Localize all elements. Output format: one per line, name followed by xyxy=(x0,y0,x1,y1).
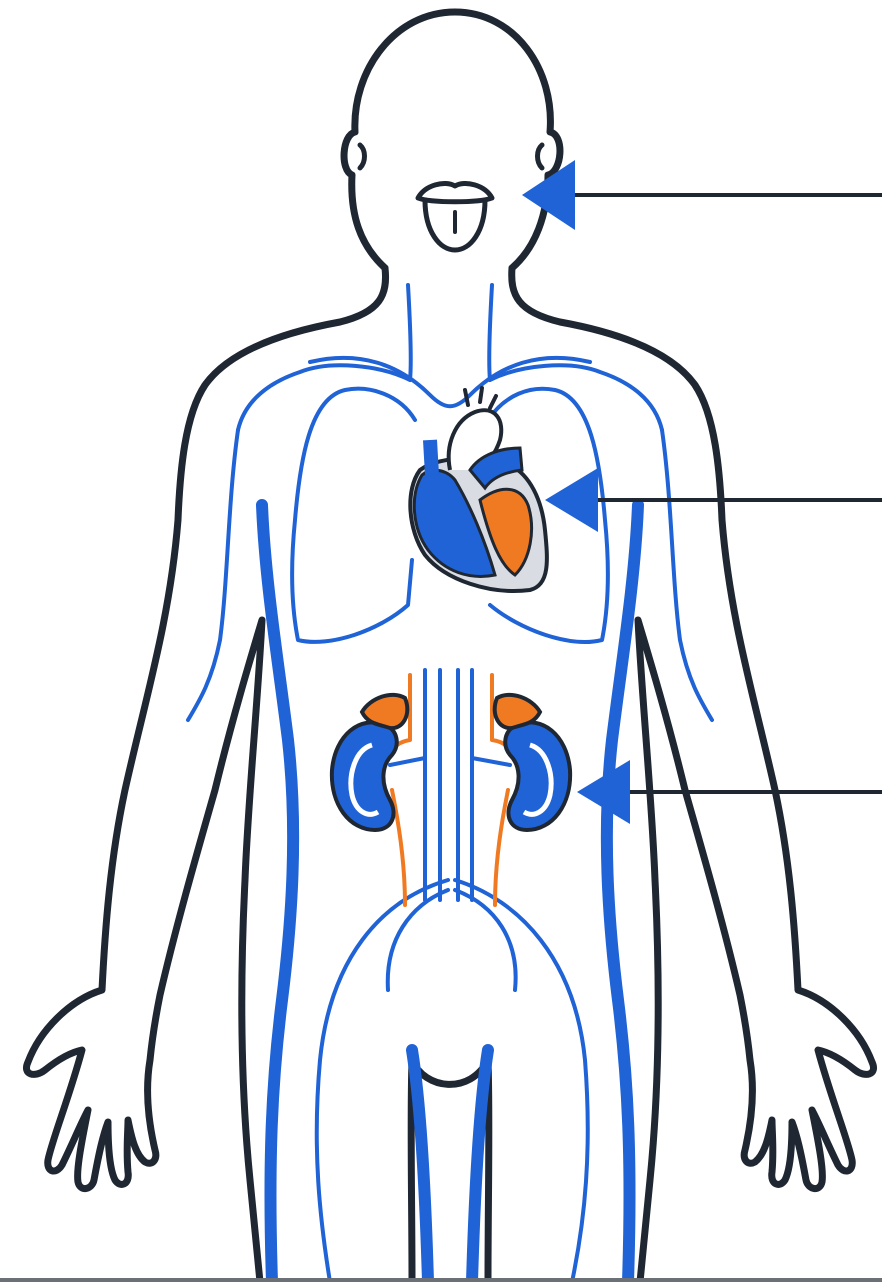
pointer-heart xyxy=(545,468,882,532)
neck-vessel-right xyxy=(489,285,492,380)
heart-vessel-tick-2 xyxy=(480,388,482,402)
left-lung-outline xyxy=(292,389,415,642)
left-side-vein xyxy=(262,505,293,1282)
renal-vein-left xyxy=(390,758,425,765)
neck-vessel-left xyxy=(408,285,411,380)
heart-vessel-tick-1 xyxy=(465,390,468,405)
right-ear-detail xyxy=(538,145,543,168)
kidneys xyxy=(332,695,570,830)
mouth xyxy=(418,183,492,250)
ureter-right-orange xyxy=(495,790,508,905)
heart xyxy=(410,388,547,591)
arrow-left-icon xyxy=(522,160,575,230)
pointer-kidney xyxy=(577,760,882,824)
left-ear-detail xyxy=(360,145,365,168)
superior-vena-cava xyxy=(430,440,432,475)
heart-vessel-tick-3 xyxy=(490,396,496,408)
head-outline xyxy=(344,12,560,268)
clavicle-vessel-left xyxy=(238,365,410,430)
left-arm-vessel xyxy=(188,430,238,720)
right-side-vein xyxy=(607,505,638,1282)
clavicle-vessel-right xyxy=(490,365,662,430)
right-arm-vessel xyxy=(662,430,712,720)
mouth-lips xyxy=(418,183,492,201)
pointer-mouth xyxy=(522,160,882,230)
neck-vessels xyxy=(408,285,492,380)
renal-vein-right xyxy=(472,758,510,765)
arrow-left-icon xyxy=(545,468,598,532)
